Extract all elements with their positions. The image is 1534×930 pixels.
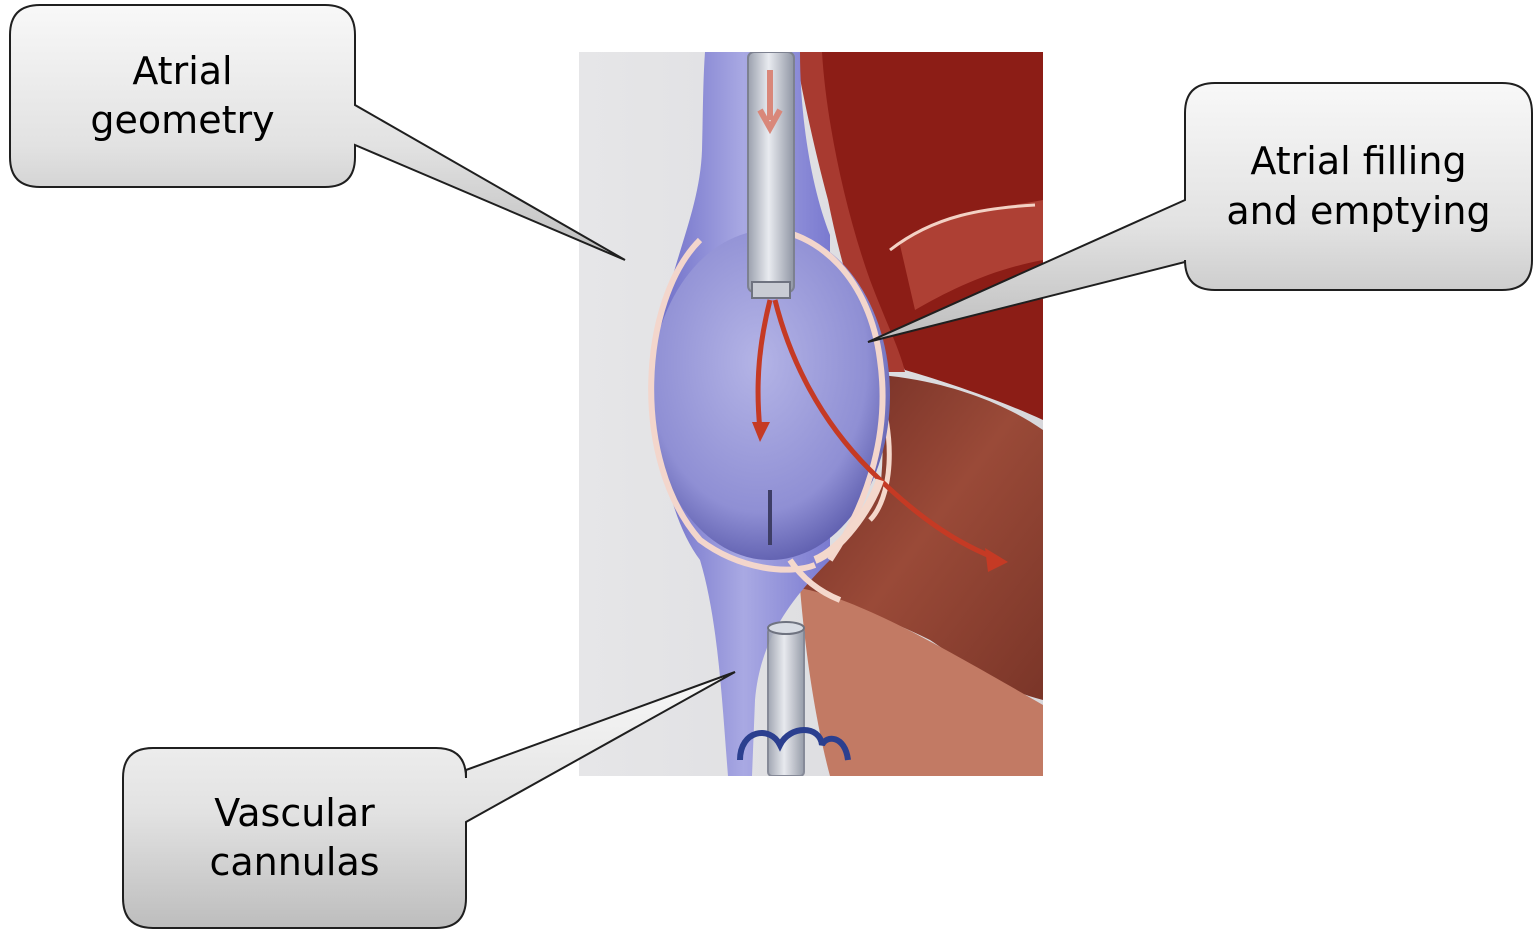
label-atrial-filling: Atrial filling and emptying <box>1185 83 1532 290</box>
heart-illustration <box>579 52 1043 776</box>
lower-cannula-opening <box>768 622 804 634</box>
label-vascular-cannulas: Vascular cannulas <box>123 748 466 928</box>
lower-cannula <box>768 628 804 776</box>
upper-cannula-tip <box>752 282 790 298</box>
label-atrial-geometry: Atrial geometry <box>10 5 355 187</box>
